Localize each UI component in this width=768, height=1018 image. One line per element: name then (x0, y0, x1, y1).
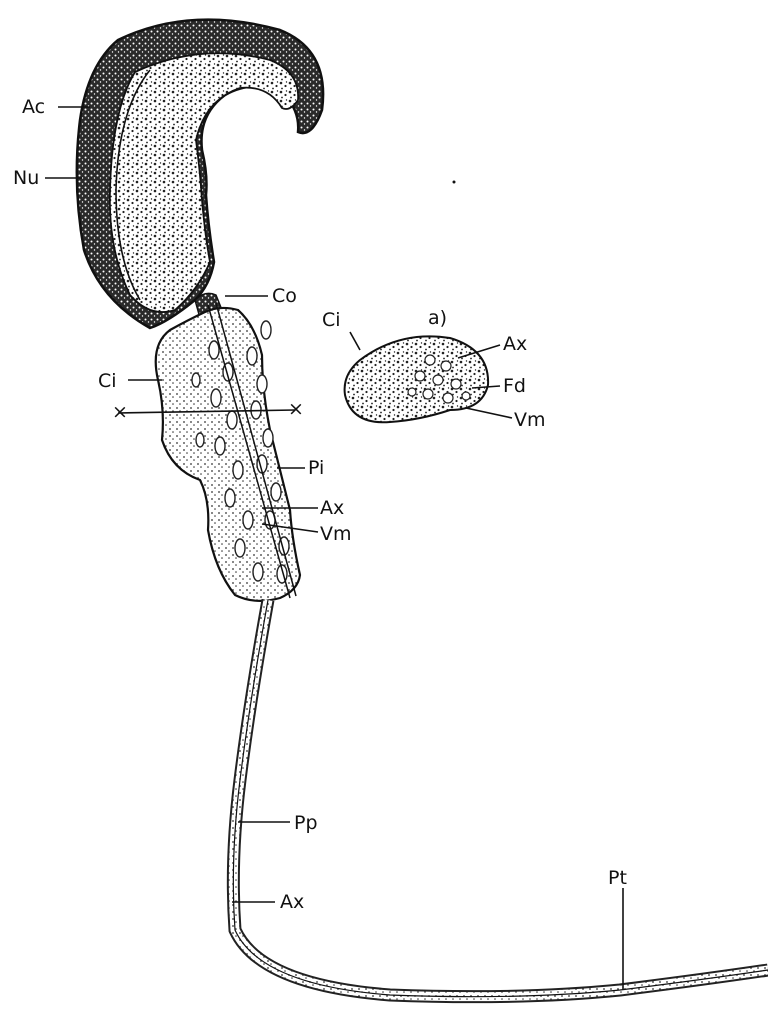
sperm-head (77, 20, 323, 328)
middle-piece (156, 303, 300, 601)
inset-cross-section (345, 336, 489, 422)
axoneme-tail (233, 600, 768, 997)
label-ax-inset: Ax (503, 333, 527, 355)
label-ax-low: Ax (280, 891, 304, 913)
label-ci-inset: Ci (322, 309, 341, 331)
label-vm-mid: Vm (320, 523, 352, 545)
label-ax-mid: Ax (320, 497, 344, 519)
label-ci-main: Ci (98, 370, 117, 392)
label-fd-inset: Fd (503, 375, 526, 397)
label-ac: Ac (22, 96, 45, 118)
svg-text:×: × (112, 401, 128, 423)
principal-piece (233, 600, 768, 997)
label-pi: Pi (308, 457, 324, 479)
label-co: Co (272, 285, 297, 307)
label-pp: Pp (294, 812, 318, 834)
label-vm-inset: Vm (514, 409, 546, 431)
stray-dot (453, 181, 456, 184)
label-inset-tag: a) (428, 307, 447, 329)
svg-text:×: × (288, 398, 304, 420)
label-pt: Pt (608, 867, 627, 889)
label-nu: Nu (13, 167, 39, 189)
